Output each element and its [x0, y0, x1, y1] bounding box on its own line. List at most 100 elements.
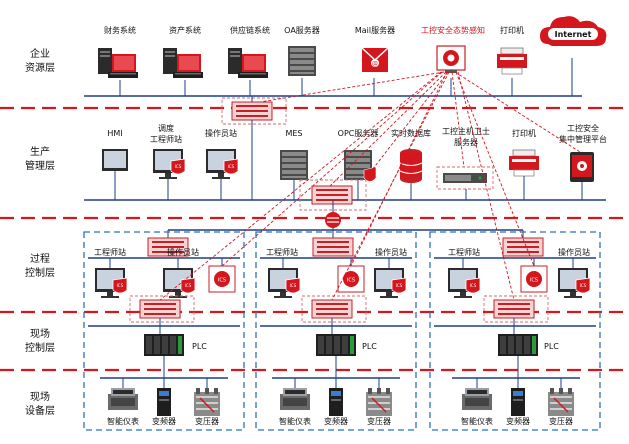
dashed-frame [436, 166, 494, 190]
layer-label-line: 设备层 [25, 404, 55, 417]
meter-icon [462, 388, 492, 410]
rack-server-icon [443, 173, 487, 183]
finance-system-label: 财务系统 [104, 25, 136, 35]
process-engineer-station[interactable]: 工程师站 [94, 247, 128, 299]
layer-label-line: 现场 [30, 390, 50, 403]
shield-icon [363, 166, 377, 182]
enterprise-printer[interactable]: 打印机 [496, 25, 528, 75]
realtime-db-label: 实时数据库 [391, 128, 431, 138]
layer-label-process: 过程 控制层 [25, 252, 55, 279]
layer-label-line: 控制层 [25, 341, 55, 354]
management-gateway-firewall[interactable] [299, 179, 367, 211]
workstation-icon [94, 267, 128, 299]
server-tower-icon [163, 48, 203, 78]
frequency-converter[interactable]: 变频器 [152, 388, 176, 426]
process-engineer-station[interactable]: 工程师站 [447, 247, 481, 299]
hmi[interactable]: HMI [102, 129, 128, 171]
opc-server[interactable]: OPC服务器 [338, 128, 379, 182]
mes-label: MES [285, 129, 302, 138]
situation-awareness-system[interactable]: 工控安全态势感知 [421, 25, 485, 73]
host-guard-label-line: 工控主机卫士 [442, 126, 490, 136]
management-operator-station[interactable]: 操作员站 [205, 128, 239, 180]
internet-cloud[interactable]: Internet [540, 16, 607, 46]
plc[interactable]: PLC [498, 334, 559, 356]
supply-chain-system[interactable]: 供应链系统 [228, 25, 270, 78]
dispatch-engineer-station[interactable]: 调度 工程师站 [150, 123, 186, 180]
frequency-converter[interactable]: 变频器 [506, 388, 530, 426]
enterprise-printer-label: 打印机 [500, 25, 524, 35]
firewall-icon [231, 101, 273, 121]
workstation-icon [152, 148, 186, 180]
plc[interactable]: PLC [316, 334, 377, 356]
asset-system[interactable]: 资产系统 [163, 25, 203, 78]
workstation-icon [447, 267, 481, 299]
transformer-label: 变压器 [367, 416, 391, 426]
layer-label-line: 现场 [30, 327, 50, 340]
firewall-icon[interactable] [493, 299, 535, 319]
plc-icon [316, 334, 356, 356]
process-engineer-station[interactable]: 工程师站 [266, 247, 301, 299]
security-monitor-box[interactable] [208, 265, 236, 293]
meter-icon [108, 388, 138, 410]
layer-label-line: 生产 [30, 145, 50, 158]
core-switch[interactable] [325, 212, 341, 228]
central-management-platform[interactable]: 工控安全 集中管理平台 [559, 123, 607, 182]
vfd-icon [511, 388, 525, 416]
switch-icon [325, 212, 341, 228]
vfd-icon [329, 388, 343, 416]
process-operator-station[interactable]: 操作员站 [162, 247, 199, 299]
situation-awareness-icon [436, 45, 466, 73]
meter-icon [280, 388, 310, 410]
smart-meter[interactable]: 智能仪表 [279, 388, 311, 426]
transformer[interactable]: 变压器 [193, 387, 221, 426]
layer-label-line: 企业 [30, 47, 50, 60]
frequency-converter[interactable]: 变频器 [324, 388, 348, 426]
oa-server[interactable]: OA服务器 [284, 25, 320, 76]
security-monitor-box[interactable] [337, 265, 365, 293]
dashed-frame [299, 179, 367, 211]
plc-label: PLC [362, 342, 377, 351]
mail-server[interactable]: @ Mail服务器 [355, 25, 395, 72]
mes-server[interactable]: MES [280, 129, 308, 180]
oa-server-label: OA服务器 [284, 25, 320, 35]
layer-label-management: 生产 管理层 [25, 145, 55, 172]
zone-boundary [429, 231, 601, 431]
engineer-label: 工程师站 [94, 247, 126, 257]
layer-label-enterprise: 企业 资源层 [25, 47, 55, 74]
process-operator-station[interactable]: 操作员站 [557, 247, 591, 299]
management-printer[interactable]: 打印机 [508, 128, 540, 177]
plc[interactable]: PLC [144, 334, 207, 356]
firewall-icon[interactable] [139, 299, 181, 319]
server-rack-icon [288, 46, 316, 76]
host-guard-server[interactable]: 工控主机卫士 服务器 [436, 126, 494, 190]
firewall-icon [311, 185, 353, 205]
supply-chain-system-label: 供应链系统 [230, 25, 270, 35]
svg-text:@: @ [372, 61, 378, 68]
realtime-database[interactable]: 实时数据库 [391, 128, 431, 183]
enterprise-gateway-firewall[interactable] [221, 97, 287, 125]
printer-icon [508, 149, 540, 177]
process-operator-station[interactable]: 操作员站 [373, 247, 407, 299]
central-platform-label-line: 工控安全 [567, 123, 599, 133]
zone-boundary [83, 231, 245, 431]
ics-shield-icon [208, 265, 236, 293]
workstation-icon [557, 267, 591, 299]
transformer[interactable]: 变压器 [365, 387, 393, 426]
ics-shield-icon [520, 265, 548, 293]
firewall-icon[interactable] [311, 299, 353, 319]
monitoring-link [221, 71, 443, 267]
firewall-icon[interactable] [312, 237, 354, 257]
finance-system[interactable]: 财务系统 [98, 25, 138, 78]
transformer-label: 变压器 [195, 416, 219, 426]
smart-meter[interactable]: 智能仪表 [461, 388, 493, 426]
management-operator-label: 操作员站 [205, 128, 237, 138]
printer-icon [496, 47, 528, 75]
transformer-icon [547, 387, 575, 417]
transformer[interactable]: 变压器 [547, 387, 575, 426]
internet-label: Internet [555, 30, 592, 39]
smart-meter[interactable]: 智能仪表 [107, 388, 139, 426]
security-monitor-box[interactable] [520, 265, 548, 293]
transformer-icon [193, 387, 221, 417]
tablet-icon [570, 152, 594, 182]
firewall-icon[interactable] [502, 237, 544, 257]
